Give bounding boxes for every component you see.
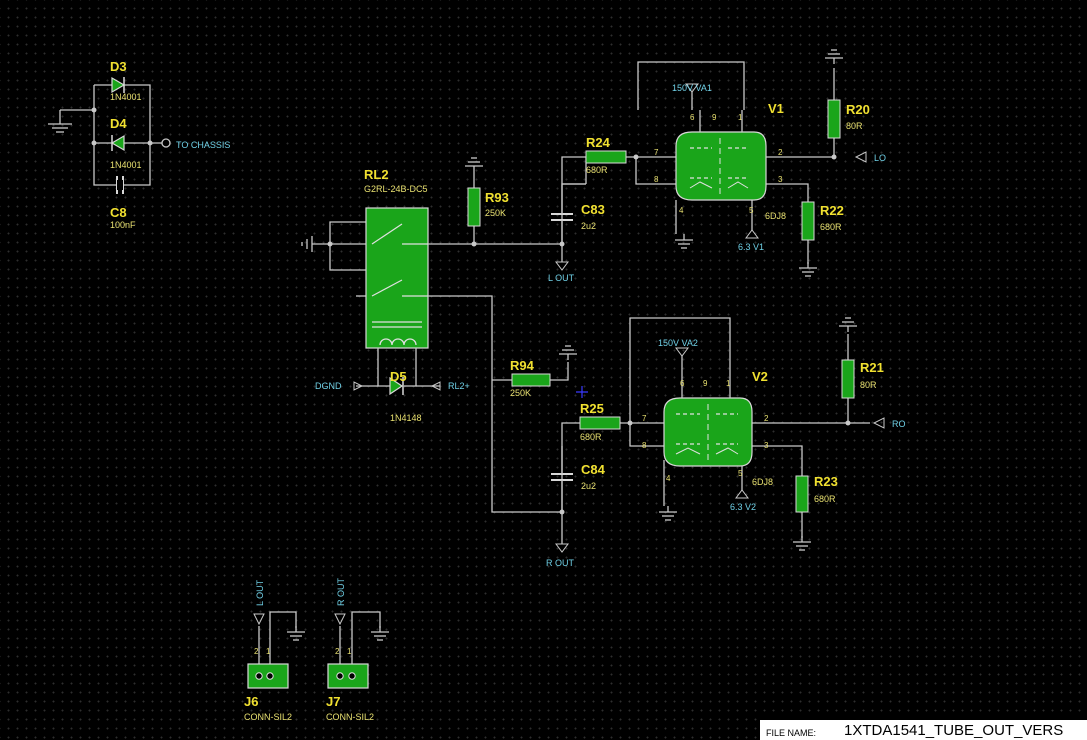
- c84-value: 2u2: [581, 481, 596, 491]
- diode-d4[interactable]: [110, 134, 125, 152]
- r93-value: 250K: [485, 208, 506, 218]
- c83-value: 2u2: [581, 221, 596, 231]
- r24-ref: R24: [586, 135, 611, 150]
- resistor-r93[interactable]: [467, 187, 481, 227]
- c8-value: 100nF: [110, 220, 136, 230]
- net-lo: LO: [874, 153, 886, 163]
- v2-pin-4: 4: [666, 474, 671, 483]
- r22-ref: R22: [820, 203, 844, 218]
- v1-pin-2: 2: [778, 148, 783, 157]
- tube-v1[interactable]: V1 6DJ8 150V VA1 6.3 V1 LO 7 8 2 3 4 5 6…: [637, 61, 886, 264]
- left-channel: R24 680R R93 250K C83 2u2 L OUT: [428, 135, 676, 283]
- r24-value: 680R: [586, 165, 608, 175]
- v1-pin-3: 3: [778, 175, 783, 184]
- diode-d5[interactable]: D5 1N4148 DGND RL2+: [315, 348, 470, 423]
- resistor-r20[interactable]: R20 80R: [824, 49, 870, 139]
- r22-value: 680R: [820, 222, 842, 232]
- r23-ref: R23: [814, 474, 838, 489]
- v1-pin-4: 4: [679, 206, 684, 215]
- net-j6-l-out: L OUT: [255, 579, 265, 606]
- rl2-value: G2RL-24B-DC5: [364, 184, 428, 194]
- j6-ref: J6: [244, 694, 258, 709]
- d3-value: 1N4001: [110, 92, 142, 102]
- d4-ref: D4: [110, 116, 127, 131]
- cursor-crosshair-icon: [576, 386, 588, 398]
- v1-value: 6DJ8: [765, 211, 786, 221]
- v1-pin-5: 5: [749, 206, 754, 215]
- r23-value: 680R: [814, 494, 836, 504]
- r21-value: 80R: [860, 380, 877, 390]
- net-150v-va1: 150V VA1: [672, 83, 712, 93]
- r93-ref: R93: [485, 190, 509, 205]
- tube-v2[interactable]: V2 6DJ8 150V VA2 6.3 V2 RO 7 8 2 3 4 5 6…: [629, 317, 906, 538]
- v1-pin-1: 1: [738, 113, 743, 122]
- j7-pin-2: 2: [335, 647, 340, 656]
- net-6v3-v2: 6.3 V2: [730, 502, 756, 512]
- net-rl2-plus: RL2+: [448, 381, 470, 391]
- v2-ref: V2: [752, 369, 768, 384]
- net-to-chassis: TO CHASSIS: [176, 140, 230, 150]
- j7-pin-1: 1: [347, 647, 352, 656]
- capacitor-c8[interactable]: [116, 176, 124, 194]
- resistor-r94[interactable]: [511, 373, 551, 387]
- v2-pin-6: 6: [680, 379, 685, 388]
- relay-rl2[interactable]: RL2 G2RL-24B-DC5: [301, 167, 429, 349]
- file-name-label: FILE NAME:: [766, 728, 817, 738]
- j7-ref: J7: [326, 694, 340, 709]
- j6-pin-2: 2: [254, 647, 259, 656]
- j6-value: CONN-SIL2: [244, 712, 292, 722]
- d4-value: 1N4001: [110, 160, 142, 170]
- d5-ref: D5: [390, 369, 407, 384]
- resistor-r21[interactable]: R21 80R: [838, 317, 884, 399]
- net-dgnd: DGND: [315, 381, 342, 391]
- r20-value: 80R: [846, 121, 863, 131]
- v1-pin-8: 8: [654, 175, 659, 184]
- net-l-out: L OUT: [548, 273, 575, 283]
- c83-ref: C83: [581, 202, 605, 217]
- chassis-network: D3 1N4001 D4 1N4001 C8 100nF TO CHASSIS: [48, 59, 230, 230]
- r94-ref: R94: [510, 358, 535, 373]
- r25-value: 680R: [580, 432, 602, 442]
- net-150v-va2: 150V VA2: [658, 338, 698, 348]
- v1-ref: V1: [768, 101, 784, 116]
- v2-pin-9: 9: [703, 379, 708, 388]
- chassis-terminal[interactable]: [161, 138, 171, 148]
- v1-pin-7: 7: [654, 148, 659, 157]
- right-channel: R94 250K R25 680R C84 2u2 R OUT: [428, 295, 664, 568]
- r21-ref: R21: [860, 360, 884, 375]
- diode-d3[interactable]: [111, 76, 126, 94]
- resistor-r25[interactable]: [579, 416, 621, 430]
- j6-pin-1: 1: [266, 647, 271, 656]
- rl2-ref: RL2: [364, 167, 389, 182]
- v2-pin-1: 1: [726, 379, 731, 388]
- resistor-r24[interactable]: [585, 150, 627, 164]
- v2-pin-8: 8: [642, 441, 647, 450]
- v1-pin-6: 6: [690, 113, 695, 122]
- resistor-r22[interactable]: R22 680R: [798, 201, 844, 277]
- v2-pin-2: 2: [764, 414, 769, 423]
- net-6v3-v1: 6.3 V1: [738, 242, 764, 252]
- connector-j6[interactable]: L OUT 2 1 J6 CONN-SIL2: [244, 579, 306, 722]
- v2-value: 6DJ8: [752, 477, 773, 487]
- v2-pin-7: 7: [642, 414, 647, 423]
- net-ro: RO: [892, 419, 906, 429]
- net-r-out: R OUT: [546, 558, 575, 568]
- v2-pin-5: 5: [738, 469, 743, 478]
- r20-ref: R20: [846, 102, 870, 117]
- v2-pin-3: 3: [764, 441, 769, 450]
- r25-ref: R25: [580, 401, 604, 416]
- v1-pin-9: 9: [712, 113, 717, 122]
- c84-ref: C84: [581, 462, 606, 477]
- j7-value: CONN-SIL2: [326, 712, 374, 722]
- r94-value: 250K: [510, 388, 531, 398]
- connector-j7[interactable]: R OUT 2 1 J7 CONN-SIL2: [326, 578, 390, 723]
- file-name-value: 1XTDA1541_TUBE_OUT_VERS: [844, 722, 1064, 739]
- title-block: FILE NAME: 1XTDA1541_TUBE_OUT_VERS: [758, 718, 1087, 740]
- resistor-r23[interactable]: R23 680R: [792, 474, 838, 551]
- d3-ref: D3: [110, 59, 127, 74]
- net-j7-r-out: R OUT: [336, 578, 346, 607]
- d5-value: 1N4148: [390, 413, 422, 423]
- c8-ref: C8: [110, 205, 127, 220]
